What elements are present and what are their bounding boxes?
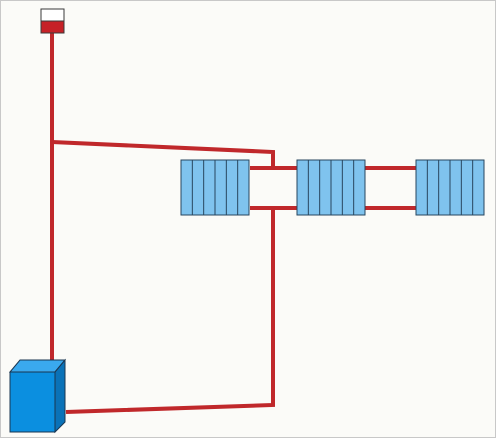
expansion-tank-icon xyxy=(40,8,65,34)
radiator-icon xyxy=(296,159,366,216)
radiator-icon xyxy=(415,159,485,216)
radiator-group xyxy=(180,159,485,216)
tank-water-level xyxy=(40,20,65,34)
boiler-icon xyxy=(8,358,67,434)
supply-pipe xyxy=(51,140,275,170)
return-pipe xyxy=(65,207,275,414)
pipe-network xyxy=(50,32,416,414)
boiler-front-face xyxy=(9,371,56,433)
radiator-icon xyxy=(180,159,250,216)
boiler-side-face xyxy=(54,358,66,434)
tank-air-space xyxy=(40,8,65,22)
